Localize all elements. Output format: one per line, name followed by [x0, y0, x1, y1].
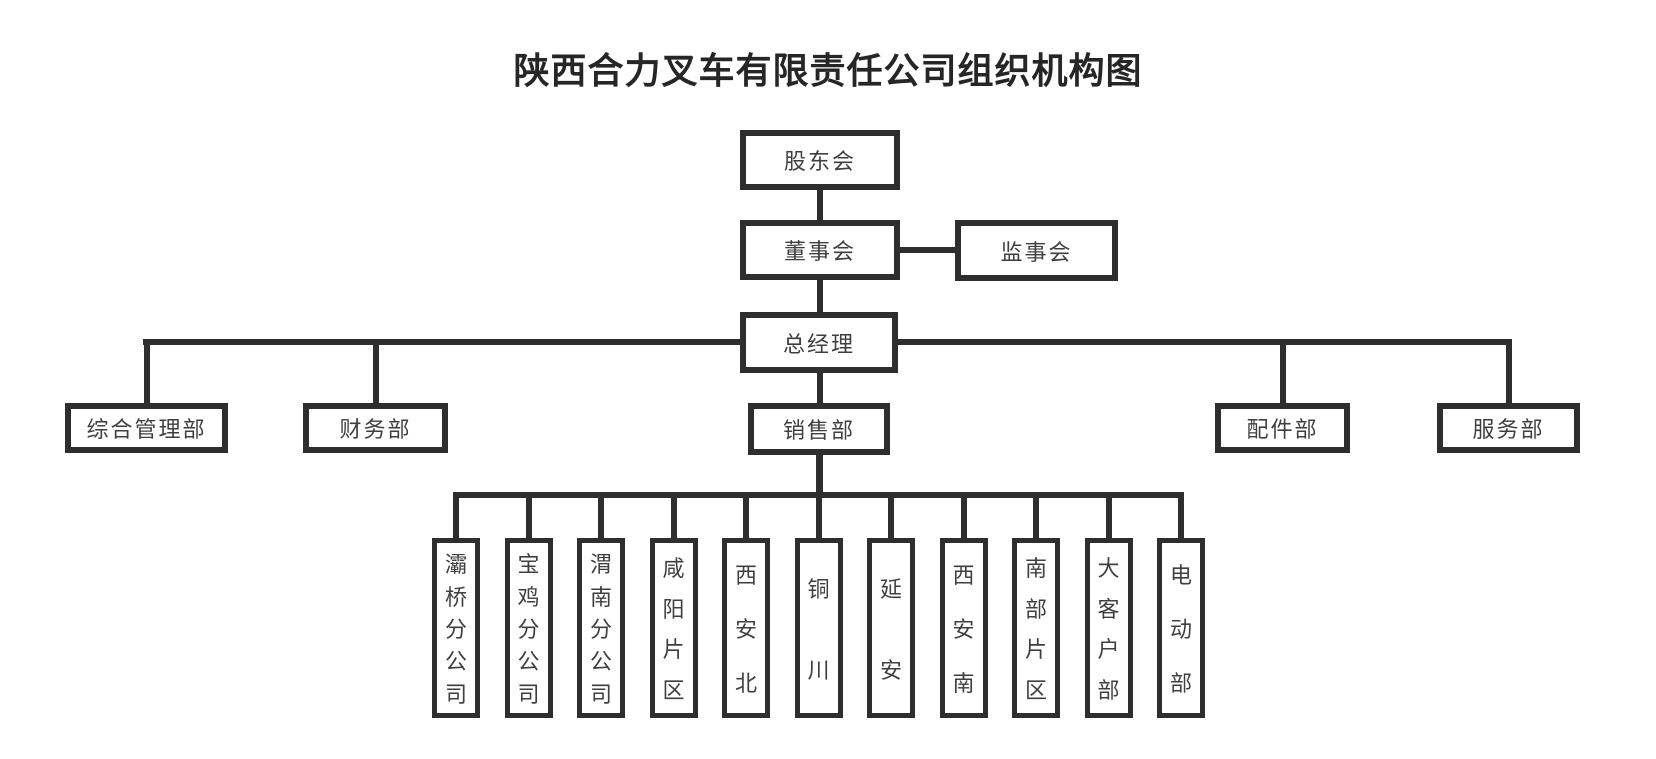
node-unit-xian-north: 西安北 — [722, 538, 770, 718]
connector-drop-tongchuan — [815, 492, 822, 538]
node-label: 灞桥分公司 — [444, 552, 467, 707]
node-label: 董事会 — [783, 239, 856, 264]
node-unit-tongchuan: 铜川 — [794, 538, 843, 718]
connector-drop-xian-south — [960, 492, 967, 538]
node-label: 南部片区 — [1024, 556, 1047, 703]
node-board-of-supervisors: 监事会 — [955, 220, 1118, 281]
connector-sales-bus — [816, 453, 823, 492]
node-parts-dept: 配件部 — [1215, 403, 1350, 453]
node-label: 总经理 — [782, 331, 855, 357]
connector-drop-finance — [372, 339, 379, 403]
connector-drop-baqiao — [453, 492, 459, 538]
node-unit-xianyang-area: 咸阳片区 — [649, 538, 698, 718]
connector-gm-left-bus — [143, 339, 740, 345]
connector-drop-xian-north — [743, 492, 749, 538]
chart-title: 陕西合力叉车有限责任公司组织机构图 — [513, 50, 1143, 91]
node-label: 综合管理部 — [86, 417, 207, 442]
connector-drop-parts — [1279, 339, 1286, 403]
connector-drop-weinan — [598, 492, 604, 538]
connector-gm-right-bus — [898, 339, 1511, 345]
node-unit-xian-south: 西安南 — [939, 538, 988, 718]
node-unit-yanan: 延安 — [867, 538, 915, 718]
node-label: 渭南分公司 — [589, 552, 612, 707]
node-label: 股东会 — [783, 149, 856, 174]
connector-drop-baoji — [525, 492, 532, 538]
node-general-admin-dept: 综合管理部 — [65, 403, 228, 453]
connector-drop-general-admin — [143, 339, 150, 403]
node-label: 宝鸡分公司 — [517, 552, 540, 707]
node-label: 监事会 — [1000, 239, 1073, 265]
node-label: 西安南 — [952, 563, 975, 696]
node-label: 西安北 — [734, 563, 757, 696]
node-service-dept: 服务部 — [1437, 403, 1580, 453]
node-label: 服务部 — [1472, 417, 1545, 442]
connector-drop-south-area — [1033, 492, 1039, 538]
connector-board-gm — [817, 280, 823, 312]
node-label: 配件部 — [1246, 417, 1319, 442]
connector-shareholders-board — [817, 190, 823, 220]
node-label: 延安 — [879, 576, 902, 683]
node-unit-electric: 电动部 — [1157, 538, 1205, 718]
connector-drop-xianyang — [670, 492, 677, 538]
node-sales-dept: 销售部 — [748, 403, 890, 455]
node-board-of-directors: 董事会 — [740, 220, 900, 280]
node-general-manager: 总经理 — [740, 312, 898, 373]
connector-board-supervisors — [900, 247, 955, 253]
connector-drop-yanan — [888, 492, 894, 538]
node-label: 铜川 — [807, 576, 830, 683]
node-label: 电动部 — [1169, 563, 1192, 696]
node-label: 财务部 — [339, 417, 412, 442]
node-label: 咸阳片区 — [662, 556, 685, 703]
node-finance-dept: 财务部 — [303, 403, 448, 453]
node-label: 销售部 — [782, 418, 855, 443]
node-unit-key-accounts: 大客户部 — [1084, 538, 1133, 718]
node-unit-baqiao-branch: 灞桥分公司 — [432, 538, 480, 718]
node-unit-south-area: 南部片区 — [1012, 538, 1060, 718]
connector-drop-key-accounts — [1105, 492, 1112, 538]
connector-drop-service — [1505, 339, 1512, 403]
node-unit-weinan-branch: 渭南分公司 — [577, 538, 625, 718]
node-shareholders-meeting: 股东会 — [740, 130, 900, 190]
connector-drop-electric — [1178, 492, 1184, 538]
node-unit-baoji-branch: 宝鸡分公司 — [504, 538, 553, 718]
node-label: 大客户部 — [1097, 556, 1120, 703]
connector-gm-sales — [817, 373, 823, 403]
